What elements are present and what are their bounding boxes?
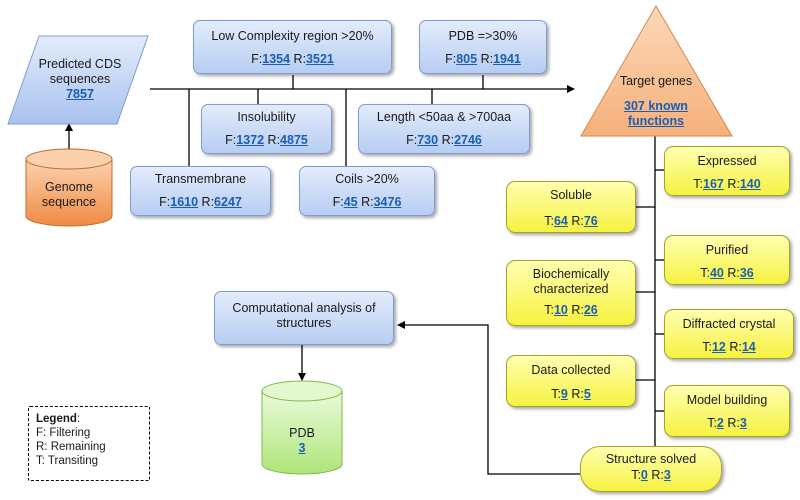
legend-box: Legend: F: Filtering R: Remaining T: Tra… [28, 406, 150, 481]
filter-stats: F:1610 R:6247 [159, 195, 242, 209]
target-triangle [580, 5, 733, 137]
stage-label: Structure solved [605, 452, 697, 466]
stage-model-building: Model building T:2 R:3 [664, 385, 790, 437]
filter-insolubility: Insolubility F:1372 R:4875 [201, 104, 332, 154]
remaining-count-link[interactable]: 5 [583, 387, 591, 401]
stage-data-collected: Data collected T:9 R:5 [506, 355, 636, 407]
remaining-count-link[interactable]: 1941 [493, 52, 521, 66]
stage-label: Diffracted crystal [682, 317, 776, 331]
cds-count-link[interactable]: 7857 [66, 87, 94, 101]
stage-label: Soluble [550, 188, 592, 202]
filter-pdb: PDB =>30% F:805 R:1941 [419, 20, 547, 74]
filter-stats: F:730 R:2746 [406, 133, 482, 147]
filtered-count-link[interactable]: 805 [456, 52, 478, 66]
filtered-count-link[interactable]: 1354 [262, 52, 291, 66]
stage-stats: T:2 R:3 [707, 416, 747, 430]
filter-low-complexity: Low Complexity region >20% F:1354 R:3521 [193, 20, 392, 74]
legend-item-filtering: F: Filtering [36, 427, 91, 439]
legend-item-transiting: T: Transiting [36, 455, 98, 467]
cds-label-group: Predicted CDS sequences 7857 [28, 57, 132, 102]
remaining-count-link[interactable]: 76 [583, 214, 598, 228]
stage-label: Model building [686, 393, 768, 407]
computational-analysis-box: Computational analysis of structures [214, 291, 394, 345]
stage-biochem: Biochemically characterized T:10 R:26 [506, 260, 636, 326]
cds-title: Predicted CDS sequences [38, 57, 122, 86]
filtered-count-link[interactable]: 1372 [236, 133, 265, 147]
genome-cylinder [25, 148, 113, 227]
stage-stats: T:64 R:76 [544, 214, 598, 228]
target-title: Target genes [619, 74, 693, 88]
filter-length: Length <50aa & >700aa F:730 R:2746 [358, 104, 530, 154]
transiting-count-link[interactable]: 12 [711, 340, 726, 354]
legend-item-remaining: R: Remaining [36, 441, 106, 453]
transiting-count-link[interactable]: 10 [553, 303, 568, 317]
stage-stats: T:40 R:36 [700, 266, 754, 280]
filter-label: Insolubility [237, 110, 296, 124]
remaining-count-link[interactable]: 2746 [454, 133, 482, 147]
stage-soluble: Soluble T:64 R:76 [506, 181, 636, 233]
pdb-count-link[interactable]: 3 [298, 441, 306, 455]
transiting-count-link[interactable]: 2 [716, 416, 724, 430]
pdb-title: PDB [289, 426, 315, 440]
known-functions-link[interactable]: 307 known functions [624, 99, 688, 128]
filter-stats: F:805 R:1941 [445, 52, 521, 66]
stage-label: Purified [705, 243, 749, 257]
remaining-count-link[interactable]: 3476 [373, 195, 402, 209]
filter-transmembrane: Transmembrane F:1610 R:6247 [130, 166, 271, 216]
computational-analysis-label: Computational analysis of structures [232, 301, 376, 330]
stage-stats: T:12 R:14 [702, 340, 756, 354]
filter-coils: Coils >20% F:45 R:3476 [299, 166, 435, 216]
transiting-count-link[interactable]: 40 [709, 266, 724, 280]
remaining-count-link[interactable]: 4875 [280, 133, 308, 147]
cds-parallelogram [7, 35, 149, 125]
remaining-count-link[interactable]: 26 [583, 303, 598, 317]
filter-label: Low Complexity region >20% [211, 29, 374, 43]
legend-title: Legend: [36, 413, 81, 425]
stage-structure-solved: Structure solved T:0 R:3 [580, 446, 722, 492]
remaining-count-link[interactable]: 36 [739, 266, 754, 280]
remaining-count-link[interactable]: 3521 [306, 52, 334, 66]
transiting-count-link[interactable]: 64 [553, 214, 568, 228]
remaining-count-link[interactable]: 6247 [214, 195, 242, 209]
stage-stats: T:167 R:140 [693, 177, 761, 191]
stage-label: Data collected [531, 363, 611, 377]
filtered-count-link[interactable]: 45 [343, 195, 358, 209]
stage-stats: T:9 R:5 [551, 387, 591, 401]
filter-stats: F:45 R:3476 [332, 195, 402, 209]
stage-label: Expressed [697, 154, 757, 168]
filtered-count-link[interactable]: 730 [417, 133, 439, 147]
filter-stats: F:1354 R:3521 [251, 52, 334, 66]
genome-label: Genome sequence [41, 180, 97, 209]
filter-stats: F:1372 R:4875 [225, 133, 308, 147]
remaining-count-link[interactable]: 14 [741, 340, 756, 354]
remaining-count-link[interactable]: 140 [739, 177, 761, 191]
remaining-count-link[interactable]: 3 [663, 468, 671, 482]
stage-diffracted: Diffracted crystal T:12 R:14 [664, 309, 794, 359]
target-label-group: Target genes 307 known functions [606, 74, 706, 129]
filter-label: Coils >20% [335, 172, 399, 186]
filter-label: PDB =>30% [448, 29, 518, 43]
transiting-count-link[interactable]: 9 [560, 387, 568, 401]
filtered-count-link[interactable]: 1610 [170, 195, 199, 209]
solved-to-analysis-arrow [397, 321, 580, 475]
pdb-label-group: PDB 3 [262, 426, 342, 456]
stage-stats: T:0 R:3 [631, 468, 671, 482]
stage-purified: Purified T:40 R:36 [664, 235, 790, 285]
transiting-count-link[interactable]: 167 [703, 177, 724, 191]
remaining-count-link[interactable]: 3 [739, 416, 747, 430]
stage-expressed: Expressed T:167 R:140 [664, 146, 790, 196]
stage-label: Biochemically characterized [532, 267, 610, 296]
pdb-cylinder [261, 380, 343, 475]
filter-label: Transmembrane [154, 172, 247, 186]
stage-stats: T:10 R:26 [544, 303, 598, 317]
transiting-count-link[interactable]: 0 [640, 468, 648, 482]
filter-label: Length <50aa & >700aa [376, 110, 512, 124]
